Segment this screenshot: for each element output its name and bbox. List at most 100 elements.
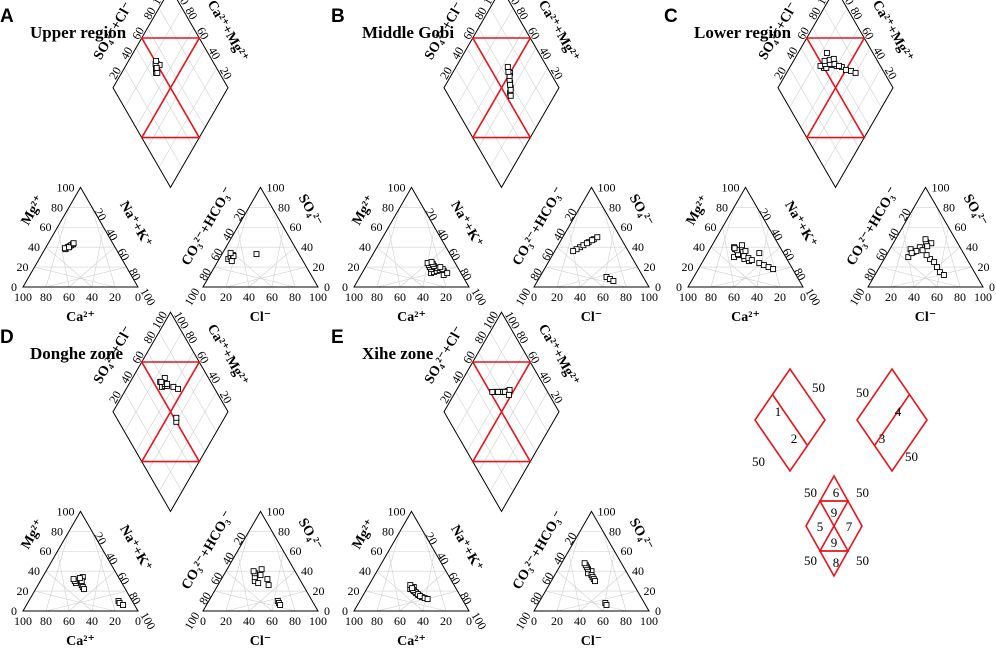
cation-point xyxy=(120,602,126,608)
cation-nak-label: Na⁺+K⁺ xyxy=(781,199,819,250)
cation-point xyxy=(81,586,87,593)
anion-bottom-tick: 100 xyxy=(974,290,992,304)
diamond-left-tick: 20 xyxy=(437,64,455,81)
cation-left-tick: 40 xyxy=(359,240,371,254)
diamond-right-tick: 100 xyxy=(171,0,192,7)
panel-title: Middle Gobi xyxy=(362,23,454,42)
anion-bottom-tick: 0 xyxy=(200,614,206,628)
diamond-left-tick: 40 xyxy=(782,44,800,61)
anion-right-tick: 80 xyxy=(278,524,290,538)
cation-right-tick: 20 xyxy=(91,206,109,223)
cation-left-tick: 0 xyxy=(342,280,348,294)
anion-left-tick: 100 xyxy=(846,286,867,309)
diamond-right-tick: 80 xyxy=(182,5,200,22)
anion-bottom-tick: 60 xyxy=(266,614,278,628)
diamond-right-tick: 20 xyxy=(217,64,235,81)
cation-point xyxy=(409,585,416,592)
cation-right-tick: 100 xyxy=(137,610,158,633)
sample-points xyxy=(407,386,610,608)
anion-bottom-tick: 80 xyxy=(620,290,632,304)
cation-bottom-tick: 20 xyxy=(774,290,786,304)
diamond-left-tick: 20 xyxy=(106,64,124,81)
diamond-point xyxy=(489,388,496,395)
diamond-right-tick: 40 xyxy=(536,368,554,385)
cation-bottom-tick: 20 xyxy=(109,614,121,628)
anion-point xyxy=(228,258,235,265)
anion-point xyxy=(250,568,257,575)
diamond-left-tick: 60 xyxy=(129,25,147,42)
cation-right-tick: 60 xyxy=(114,246,132,263)
legend-region-label: 8 xyxy=(833,555,840,570)
diamond-left-tick: 40 xyxy=(448,368,466,385)
anion-left-tick: 20 xyxy=(895,206,913,223)
diamond-right-tick: 60 xyxy=(194,25,212,42)
anion-bottom-tick: 0 xyxy=(531,614,537,628)
anion-left-tick: 80 xyxy=(861,266,879,283)
diamond-point xyxy=(153,64,160,71)
anion-cl-label: Cl⁻ xyxy=(581,310,602,325)
panel-letter: D xyxy=(0,327,14,348)
anion-bottom-tick: 40 xyxy=(574,290,586,304)
panel-letter: A xyxy=(0,6,14,27)
diamond-point xyxy=(504,63,511,70)
diamond-left-tick: 100 xyxy=(480,0,501,7)
cation-bottom-tick: 20 xyxy=(440,614,452,628)
anion-point xyxy=(277,602,284,608)
anion-bottom-tick: 60 xyxy=(597,290,609,304)
anion-point xyxy=(227,250,234,257)
cation-point xyxy=(756,250,763,257)
anion-point xyxy=(594,234,601,241)
cation-point xyxy=(428,259,435,266)
cation-left-tick: 100 xyxy=(57,180,75,194)
anion-left-tick: 20 xyxy=(230,206,248,223)
anion-right-tick: 100 xyxy=(267,180,285,194)
panel-title: Donghe zone xyxy=(30,344,123,363)
diamond-right-tick: 100 xyxy=(836,0,857,7)
cation-bottom-label: Ca²⁺ xyxy=(397,634,426,648)
diamond-right-tick: 80 xyxy=(513,329,531,346)
anion-right-tick: 40 xyxy=(632,564,644,578)
cation-left-tick: 100 xyxy=(388,180,406,194)
cation-bottom-tick: 60 xyxy=(394,290,406,304)
diamond-right-tick: 20 xyxy=(548,388,566,405)
diamond-left-tick: 80 xyxy=(472,329,490,346)
diamond-point xyxy=(175,385,181,392)
diamond-right-tick: 60 xyxy=(194,349,212,366)
anion-bottom-tick: 100 xyxy=(309,614,327,628)
diamond-right-tick: 100 xyxy=(502,309,523,332)
cation-right-tick: 20 xyxy=(756,206,774,223)
legend-region-label: 2 xyxy=(791,431,798,446)
cation-bottom-tick: 80 xyxy=(40,614,52,628)
cation-point xyxy=(66,244,72,251)
anion-point xyxy=(570,248,577,255)
anion-bottom-tick: 60 xyxy=(931,290,943,304)
diamond-point xyxy=(506,391,512,398)
legend-fifty-label: 50 xyxy=(812,380,825,395)
diamond-left-tick: 40 xyxy=(448,44,466,61)
cation-left-tick: 60 xyxy=(371,544,383,558)
diamond-point xyxy=(852,69,859,76)
cation-left-tick: 0 xyxy=(676,280,682,294)
cation-right-tick: 100 xyxy=(468,610,489,633)
cation-left-tick: 80 xyxy=(51,200,63,214)
anion-bottom-tick: 100 xyxy=(309,290,327,304)
anion-right-tick: 60 xyxy=(621,544,633,558)
cation-point xyxy=(444,270,451,277)
cation-bottom-tick: 40 xyxy=(86,290,98,304)
anion-bottom-tick: 20 xyxy=(885,290,897,304)
anion-right-tick: 0 xyxy=(324,280,330,294)
anion-right-tick: 100 xyxy=(598,180,616,194)
anion-bottom-tick: 80 xyxy=(289,614,301,628)
cation-right-tick: 100 xyxy=(802,286,823,309)
cation-bottom-tick: 80 xyxy=(40,290,52,304)
diamond-point xyxy=(158,378,165,385)
